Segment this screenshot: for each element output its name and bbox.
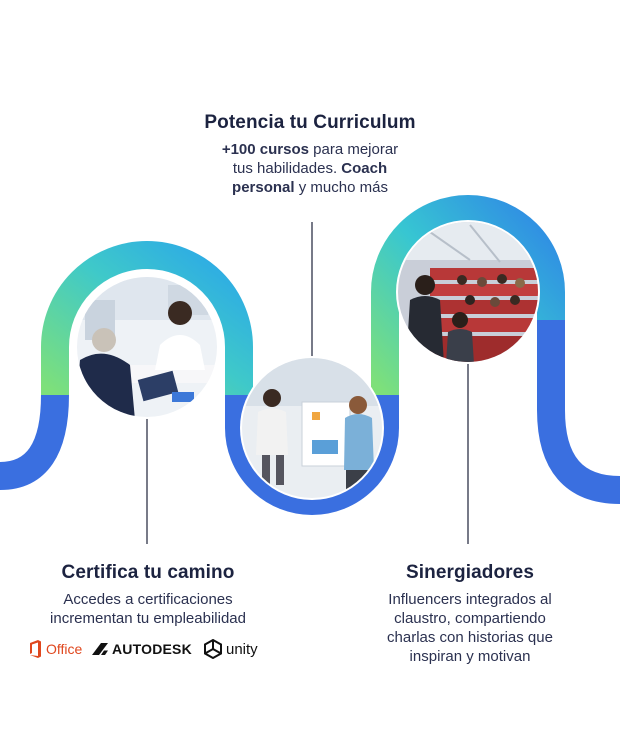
office-logo-icon: [30, 640, 41, 658]
text-courses-rest: para mejorar: [308, 141, 399, 158]
feature-curriculum: Potencia tu Curriculum +100 cursos para …: [160, 112, 460, 197]
autodesk-logo-icon: [92, 643, 108, 655]
text-influencers-line1: Influencers integrados al: [388, 591, 552, 608]
wave-ribbon: [0, 195, 620, 515]
wave-segment-right-tail: [537, 320, 620, 504]
text-skills: tus habilidades.: [232, 160, 342, 177]
text-influencers-line2: claustro, compartiendo: [394, 610, 546, 627]
photo-whiteboard-presentation: [240, 356, 384, 500]
feature-influencers-description: Influencers integrados al claustro, comp…: [360, 590, 580, 666]
wave-segment-left-arc: [41, 241, 253, 395]
wave-segment-left-tail: [0, 394, 69, 490]
feature-influencers-title: Sinergiadores: [405, 562, 534, 583]
feature-curriculum-description: +100 cursos para mejorar tus habilidades…: [160, 140, 460, 197]
unity-logo-text: unity: [226, 640, 258, 658]
office-logo-text: Office: [46, 641, 83, 657]
feature-certifications-description: Accedes a certificaciones incrementan tu…: [28, 590, 268, 628]
text-certifications-line2: incrementan tu empleabilidad: [50, 610, 246, 627]
autodesk-logo-text: AUTODESK: [112, 641, 192, 657]
text-certifications-line1: Accedes a certificaciones: [63, 591, 233, 608]
text-personal-bold: personal: [232, 179, 295, 196]
text-influencers-line4: inspiran y motivan: [409, 648, 531, 665]
photo-lecture-hall: [396, 220, 540, 364]
logo-office: Office: [28, 638, 82, 660]
wave-segment-right-arc: [371, 195, 565, 395]
logo-unity: unity: [204, 638, 258, 660]
text-courses-bold: +100 cursos: [221, 141, 309, 158]
unity-logo-icon: [204, 639, 222, 659]
text-more: y mucho más: [294, 179, 388, 196]
feature-curriculum-title: Potencia tu Curriculum: [204, 112, 416, 133]
wave-segment-middle-dip: [225, 395, 399, 515]
photo-office-meeting: [75, 275, 219, 419]
text-influencers-line3: charlas con historias que: [387, 629, 553, 646]
text-coach-bold: Coach: [341, 160, 388, 177]
logo-autodesk: AUTODESK: [92, 638, 192, 660]
feature-certifications: Certifica tu camino Accedes a certificac…: [28, 562, 268, 628]
feature-certifications-title: Certifica tu camino: [61, 562, 235, 583]
feature-influencers: Sinergiadores Influencers integrados al …: [360, 562, 580, 666]
